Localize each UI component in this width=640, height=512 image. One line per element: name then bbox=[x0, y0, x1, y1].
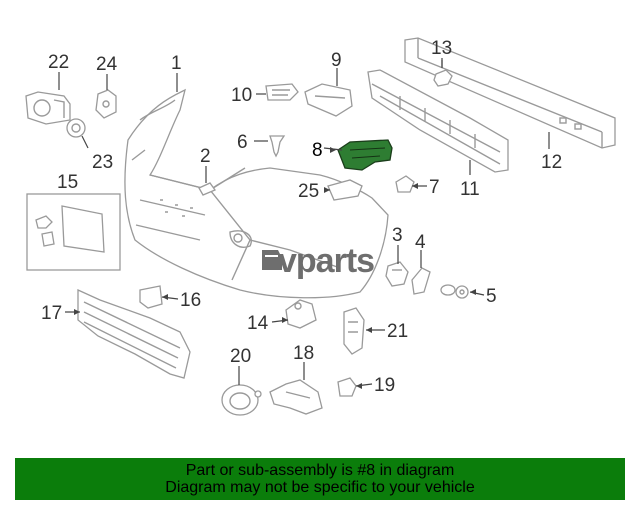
callout-23: 23 bbox=[92, 152, 113, 173]
fog-lamp-part-20 bbox=[221, 384, 262, 416]
callout-15: 15 bbox=[57, 172, 78, 193]
callout-25: 25 bbox=[298, 181, 319, 202]
parts-diagram: 1 2 3 4 5 6 7 8 9 10 11 12 13 14 15 16 1… bbox=[25, 37, 616, 416]
callout-1: 1 bbox=[171, 53, 182, 74]
watermark: vparts bbox=[262, 242, 375, 280]
callout-11: 11 bbox=[460, 179, 480, 200]
callout-12: 12 bbox=[541, 152, 562, 173]
callout-22: 22 bbox=[48, 52, 69, 73]
callout-19: 19 bbox=[374, 375, 395, 396]
license-plate-kit-box bbox=[26, 193, 121, 271]
callout-16: 16 bbox=[180, 290, 201, 311]
callout-4: 4 bbox=[415, 232, 426, 253]
car-logo-icon bbox=[262, 250, 282, 270]
clip-part-6 bbox=[269, 135, 286, 158]
bracket-part-10 bbox=[265, 83, 299, 101]
callout-7: 7 bbox=[429, 177, 440, 198]
sensor-part-22 bbox=[25, 91, 71, 125]
watermark-text: vparts bbox=[278, 242, 374, 280]
callout-2: 2 bbox=[200, 146, 211, 167]
callout-13: 13 bbox=[431, 38, 452, 59]
callout-9: 9 bbox=[331, 50, 342, 71]
highlighted-bracket-part-8 bbox=[337, 139, 393, 171]
clip-part-2 bbox=[198, 182, 217, 196]
callout-labels: 1 2 3 4 5 6 7 8 9 10 11 12 13 14 15 16 1… bbox=[41, 38, 562, 396]
clip-part-7 bbox=[395, 175, 415, 193]
leader-arrowheads bbox=[74, 147, 476, 389]
callout-20: 20 bbox=[230, 346, 251, 367]
reinforcement-bar-part-12 bbox=[404, 37, 616, 149]
bulb-part-19 bbox=[337, 377, 357, 397]
callout-24: 24 bbox=[96, 54, 118, 75]
energy-absorber-part-11 bbox=[367, 69, 509, 173]
callout-14: 14 bbox=[247, 313, 269, 334]
bracket-part-14 bbox=[285, 299, 317, 329]
lower-grille-part-17 bbox=[77, 288, 191, 379]
bumper-cover-part bbox=[124, 88, 389, 299]
bracket-part-18 bbox=[269, 379, 323, 415]
callout-10: 10 bbox=[231, 85, 252, 106]
grommet-part-5 bbox=[440, 284, 469, 299]
callout-8-highlighted: 8 bbox=[312, 140, 323, 161]
banner-line-1: Part or sub-assembly is #8 in diagram bbox=[185, 462, 455, 479]
cover-part-16 bbox=[139, 285, 163, 309]
info-banner: Part or sub-assembly is #8 in diagram Di… bbox=[15, 458, 625, 500]
retainer-part-24 bbox=[95, 89, 117, 119]
bracket-part-4 bbox=[411, 267, 431, 295]
banner-line-2: Diagram may not be specific to your vehi… bbox=[165, 479, 475, 496]
callout-5: 5 bbox=[486, 286, 497, 307]
callout-18: 18 bbox=[293, 343, 314, 364]
bracket-part-21 bbox=[343, 307, 365, 355]
cap-part-25 bbox=[327, 179, 363, 201]
sensor-ring-part-23 bbox=[66, 118, 86, 138]
bracket-part-3 bbox=[385, 261, 409, 287]
callout-21: 21 bbox=[387, 321, 408, 342]
callout-17: 17 bbox=[41, 303, 62, 324]
callout-3: 3 bbox=[392, 225, 403, 246]
callout-6: 6 bbox=[237, 132, 248, 153]
bracket-part-9 bbox=[304, 83, 353, 117]
